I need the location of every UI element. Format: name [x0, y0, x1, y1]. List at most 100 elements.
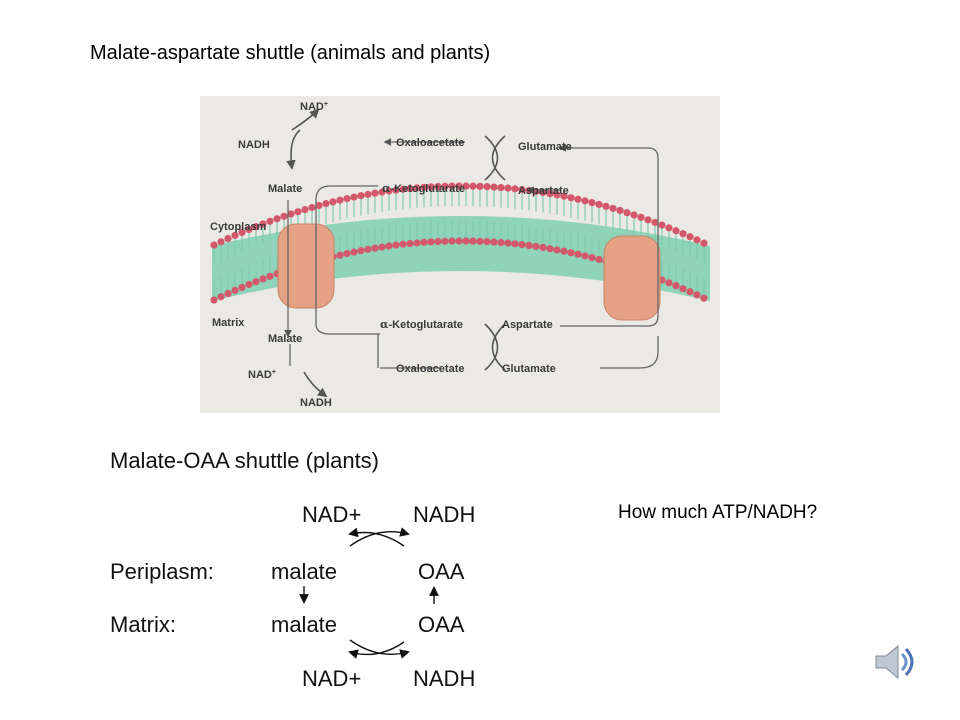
lipid-head [539, 243, 547, 252]
lipid-head [259, 275, 267, 283]
lipid-head [553, 191, 561, 199]
lipid-head [343, 249, 351, 258]
cytoplasm-label: Cytoplasm [210, 221, 266, 233]
lipid-head [518, 241, 526, 249]
lipid-head [252, 278, 260, 286]
lipid-head [399, 185, 407, 193]
bottom-nad-plus: NAD+ [302, 666, 361, 691]
lipid-head [665, 224, 673, 232]
malate-top-label: Malate [268, 183, 302, 195]
nadh-top-label: NADH [238, 139, 270, 151]
malate-bottom-label: Malate [268, 333, 302, 345]
nad-plus-top-label: NAD+ [300, 101, 328, 113]
bottom-exchange-arrows [348, 639, 410, 659]
malate-aspartate-figure: NAD+ NADH Oxaloacetate Glutamate Malate … [200, 96, 720, 413]
lipid-head [224, 234, 232, 243]
lipid-head [259, 220, 267, 228]
lipid-head [672, 282, 680, 290]
lipid-head [434, 237, 442, 246]
lipid-head [406, 184, 414, 193]
malate-oaa-shuttle-diagram: Malate-OAA shuttle (plants) NAD+ NADH Pe… [110, 448, 475, 691]
lipid-head [420, 183, 428, 191]
lipid-head [483, 183, 491, 191]
lipid-head [504, 239, 512, 247]
lipid-heads [210, 182, 708, 304]
transport-arrows [299, 586, 439, 604]
exchange-arcs [286, 108, 506, 398]
matrix-shuttle-label: Matrix: [110, 612, 176, 637]
lipid-head [294, 208, 302, 216]
question-text: How much ATP/NADH? [618, 502, 818, 523]
lipid-head [287, 210, 295, 218]
lipid-head [511, 185, 519, 193]
lipid-head [469, 182, 477, 190]
lipid-head [539, 188, 547, 197]
top-nadh: NADH [413, 502, 475, 527]
nad-plus-bottom-label: NAD+ [248, 369, 276, 381]
slide-title: Malate-aspartate shuttle (animals and pl… [90, 42, 491, 64]
lipid-head [658, 221, 666, 229]
lipid-head [441, 182, 449, 190]
lipid-head [210, 296, 218, 304]
lipid-head [448, 237, 456, 245]
lipid-head [616, 206, 624, 215]
lipid-head [357, 192, 365, 200]
lipid-head [483, 238, 491, 246]
lipid-head [504, 184, 512, 192]
lipid-head [630, 211, 638, 219]
lipid-head [378, 188, 386, 196]
lipid-head [448, 182, 456, 190]
lipid-head [315, 201, 323, 210]
lipid-head [693, 291, 701, 299]
lipid-head [686, 233, 694, 241]
lipid-head [581, 252, 589, 260]
lipid-head [322, 200, 330, 208]
lipid-head [217, 293, 225, 301]
lipid-head [336, 251, 344, 259]
lipid-head [574, 195, 582, 203]
lipid-head [476, 237, 484, 245]
lipid-head [686, 288, 694, 296]
lipid-head [301, 205, 309, 214]
lipid-head [511, 240, 519, 248]
lipid-head [602, 202, 610, 210]
lipid-head [210, 241, 218, 249]
lipid-head [231, 286, 239, 295]
lipid-head [623, 209, 631, 217]
lipid-head [546, 190, 554, 198]
lipid-head [343, 194, 351, 203]
lipid-head [224, 289, 232, 298]
lipid-head [413, 184, 421, 192]
lipid-head [413, 239, 421, 247]
nadh-bottom-label: NADH [300, 397, 332, 409]
lipid-head [700, 239, 708, 247]
bottom-nadh: NADH [413, 666, 475, 691]
lipid-head [245, 225, 253, 234]
membrane [210, 182, 710, 304]
lipid-head [385, 187, 393, 195]
glutamate-bottom-label: Glutamate [502, 363, 556, 375]
lipid-head [266, 272, 274, 280]
lipid-head [560, 247, 568, 255]
lipid-head [637, 213, 645, 221]
lipid-head [665, 279, 673, 287]
lipid-head [434, 182, 442, 191]
lipid-head [462, 182, 470, 190]
aspartate-transporter [603, 235, 661, 321]
lipid-head [350, 193, 358, 201]
shuttle-title: Malate-OAA shuttle (plants) [110, 448, 379, 473]
lipid-head [490, 238, 498, 246]
lipid-head [231, 231, 239, 240]
lipid-head [700, 294, 708, 302]
flow-lines [284, 138, 659, 369]
speaker-icon[interactable] [872, 640, 916, 684]
malate-transporter [277, 223, 335, 309]
lipid-head [252, 223, 260, 231]
lipid-head [427, 238, 435, 246]
lipid-head [518, 186, 526, 194]
lipid-head [280, 212, 288, 220]
ketoglutarate-bottom-label: α-Ketoglutarate [380, 318, 463, 331]
top-nad-plus: NAD+ [302, 502, 361, 527]
lipid-head [679, 285, 687, 293]
lipid-head [532, 242, 540, 251]
